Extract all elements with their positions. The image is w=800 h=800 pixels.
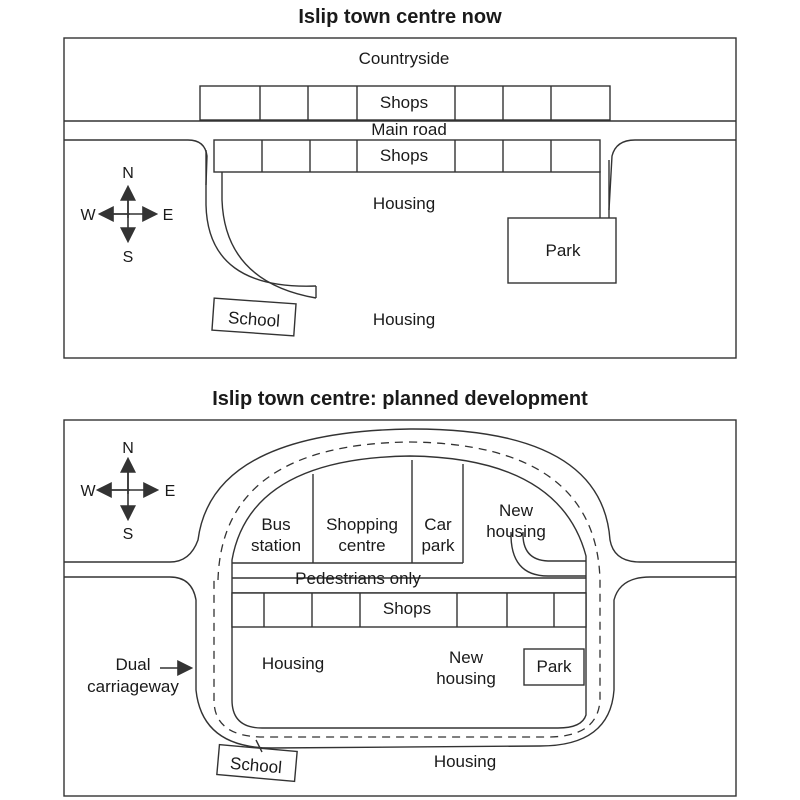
map-now: Countryside Shops Main road Shops Housin…	[63, 37, 737, 359]
school-road-west-edge	[205, 150, 317, 287]
school-plan-block	[216, 743, 298, 783]
compass-now	[97, 184, 159, 244]
new-housing-south-label-1: New	[449, 648, 484, 667]
bus-station-label-2: station	[251, 536, 301, 555]
school-road-east-edge	[221, 150, 317, 299]
main-road	[64, 120, 736, 211]
shops-plan-row	[231, 592, 587, 628]
bus-station-label-1: Bus	[261, 515, 290, 534]
ring-road-outer-south	[64, 576, 736, 749]
park-plan-label: Park	[537, 657, 572, 676]
pedestrians-only-label: Pedestrians only	[295, 569, 421, 588]
ring-road-centre-line	[213, 441, 601, 738]
school-label: School	[227, 308, 280, 331]
new-housing-north-label-2: housing	[486, 522, 546, 541]
housing-south-label: Housing	[373, 310, 435, 329]
compass-plan-east-label: E	[165, 483, 176, 500]
main-road-label: Main road	[371, 120, 447, 139]
school-now-block	[211, 297, 297, 337]
countryside-label: Countryside	[359, 49, 450, 68]
compass-south-label: S	[123, 249, 134, 266]
new-housing-north-label-1: New	[499, 501, 534, 520]
housing-north-label: Housing	[373, 194, 435, 213]
map-now-frame	[63, 37, 737, 359]
housing-west-label: Housing	[262, 654, 324, 673]
school-plan-label: School	[229, 754, 282, 777]
ring-road-outer-north	[64, 428, 736, 563]
shopping-centre-label-2: centre	[338, 536, 385, 555]
compass-east-label: E	[163, 207, 174, 224]
compass-west-label: W	[80, 207, 96, 224]
new-housing-access-road	[522, 531, 586, 562]
park-now-block	[507, 217, 617, 284]
shopping-centre-label-1: Shopping	[326, 515, 398, 534]
dual-carriageway-label-1: Dual	[116, 655, 151, 674]
map-now-title: Islip town centre now	[298, 6, 502, 28]
compass-plan	[95, 456, 160, 522]
shops-south-label: Shops	[380, 146, 428, 165]
shops-south-row	[213, 139, 601, 173]
park-plan-block	[523, 648, 585, 686]
compass-plan-south-label: S	[123, 526, 134, 543]
shops-north-row	[199, 85, 611, 121]
dual-carriageway-label-2: carriageway	[87, 677, 179, 696]
compass-plan-north-label: N	[122, 440, 134, 457]
park-label: Park	[546, 241, 581, 260]
car-park-label-2: park	[421, 536, 455, 555]
map-plan: Bus station Shopping centre Car park New…	[63, 419, 737, 797]
compass-north-label: N	[122, 165, 134, 182]
map-plan-title: Islip town centre: planned development	[212, 388, 588, 410]
shops-plan-label: Shops	[383, 599, 431, 618]
ring-road-inner	[231, 455, 587, 729]
compass-plan-west-label: W	[80, 483, 96, 500]
new-housing-south-label-2: housing	[436, 669, 496, 688]
housing-south-plan-label: Housing	[434, 752, 496, 771]
shops-north-label: Shops	[380, 93, 428, 112]
map-plan-frame	[63, 419, 737, 797]
car-park-label-1: Car	[424, 515, 452, 534]
